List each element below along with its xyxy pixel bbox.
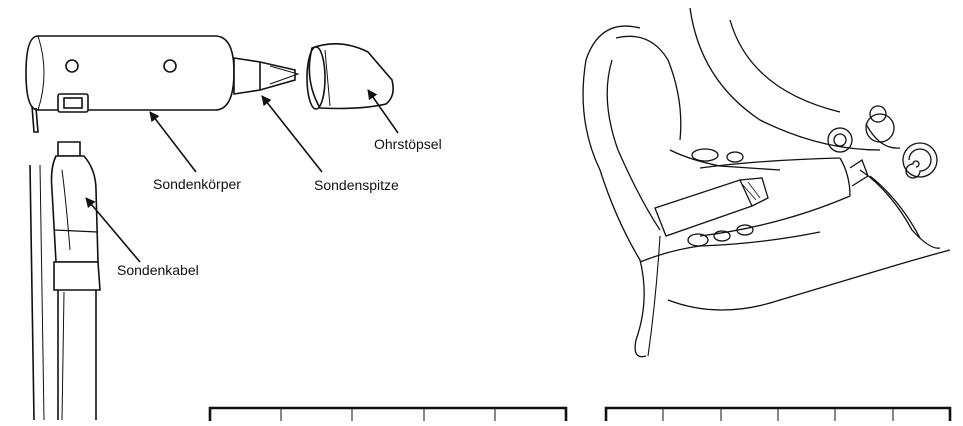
inserted-probe [648, 178, 768, 356]
probe-tip-label: Sondenspitze [314, 177, 399, 193]
probe-tip [234, 58, 298, 94]
auricle [583, 26, 646, 357]
table-left [210, 408, 566, 421]
label-arrows [86, 90, 398, 262]
inner-ear [828, 106, 940, 248]
probe-cable-label: Sondenkabel [117, 262, 199, 278]
table-right [606, 408, 950, 421]
probe-cable [30, 142, 100, 420]
probe-body [26, 36, 234, 132]
probe-illustration [26, 36, 398, 420]
ear-anatomy-illustration [583, 8, 950, 357]
earplug-label: Ohrstöpsel [374, 136, 442, 152]
earplug [307, 44, 393, 109]
probe-body-label: Sondenkörper [153, 176, 241, 192]
